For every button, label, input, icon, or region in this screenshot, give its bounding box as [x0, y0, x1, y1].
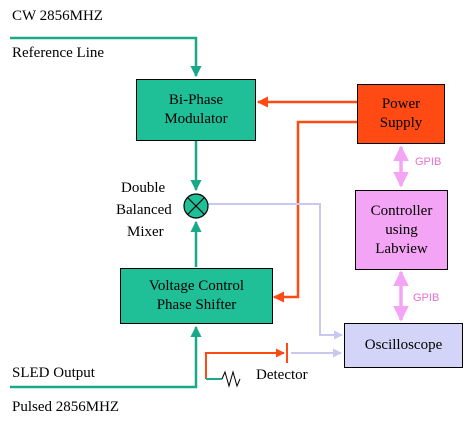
power-supply-line2: Supply [379, 115, 423, 131]
cw-input-label: CW 2856MHZ [12, 8, 103, 24]
controller-line3: Labview [375, 240, 428, 257]
reference-line-label: Reference Line [12, 45, 105, 61]
phase-shifter-line1: Voltage Control [148, 278, 245, 294]
controller-line1: Controller [370, 202, 433, 219]
mixer-to-oscilloscope-line [208, 203, 343, 340]
termination-resistor-icon [206, 370, 241, 388]
gpib-label-top: GPIB [415, 156, 442, 168]
mixer-label-balanced: Balanced [116, 202, 172, 218]
sled-output-line [10, 325, 202, 389]
oscilloscope-box: Oscilloscope [344, 323, 463, 368]
power-supply-line1: Power [381, 96, 421, 112]
voltage-control-phase-shifter-box: Voltage Control Phase Shifter [120, 268, 273, 324]
sled-output-label: SLED Output [12, 365, 95, 381]
bi-phase-modulator-box: Bi-Phase Modulator [136, 79, 256, 141]
mixer-symbol-icon [183, 193, 209, 219]
power-supply-box: Power Supply [357, 84, 445, 144]
controller-box: Controller using Labview [355, 190, 448, 270]
modulator-line2: Modulator [164, 111, 228, 127]
controller-line2: using [385, 221, 418, 238]
phase-shifter-line2: Phase Shifter [156, 297, 237, 313]
mixer-label-mixer: Mixer [127, 224, 164, 240]
pulsed-input-label: Pulsed 2856MHZ [12, 399, 120, 415]
modulator-line1: Bi-Phase [168, 92, 224, 108]
mixer-label-double: Double [121, 180, 166, 196]
power-to-shifter-arrow [272, 120, 357, 303]
detector-label: Detector [256, 367, 308, 383]
oscilloscope-line1: Oscilloscope [364, 337, 443, 353]
detector-tap-line [205, 348, 285, 379]
gpib-label-bottom: GPIB [413, 292, 440, 304]
reference-line [10, 36, 202, 78]
